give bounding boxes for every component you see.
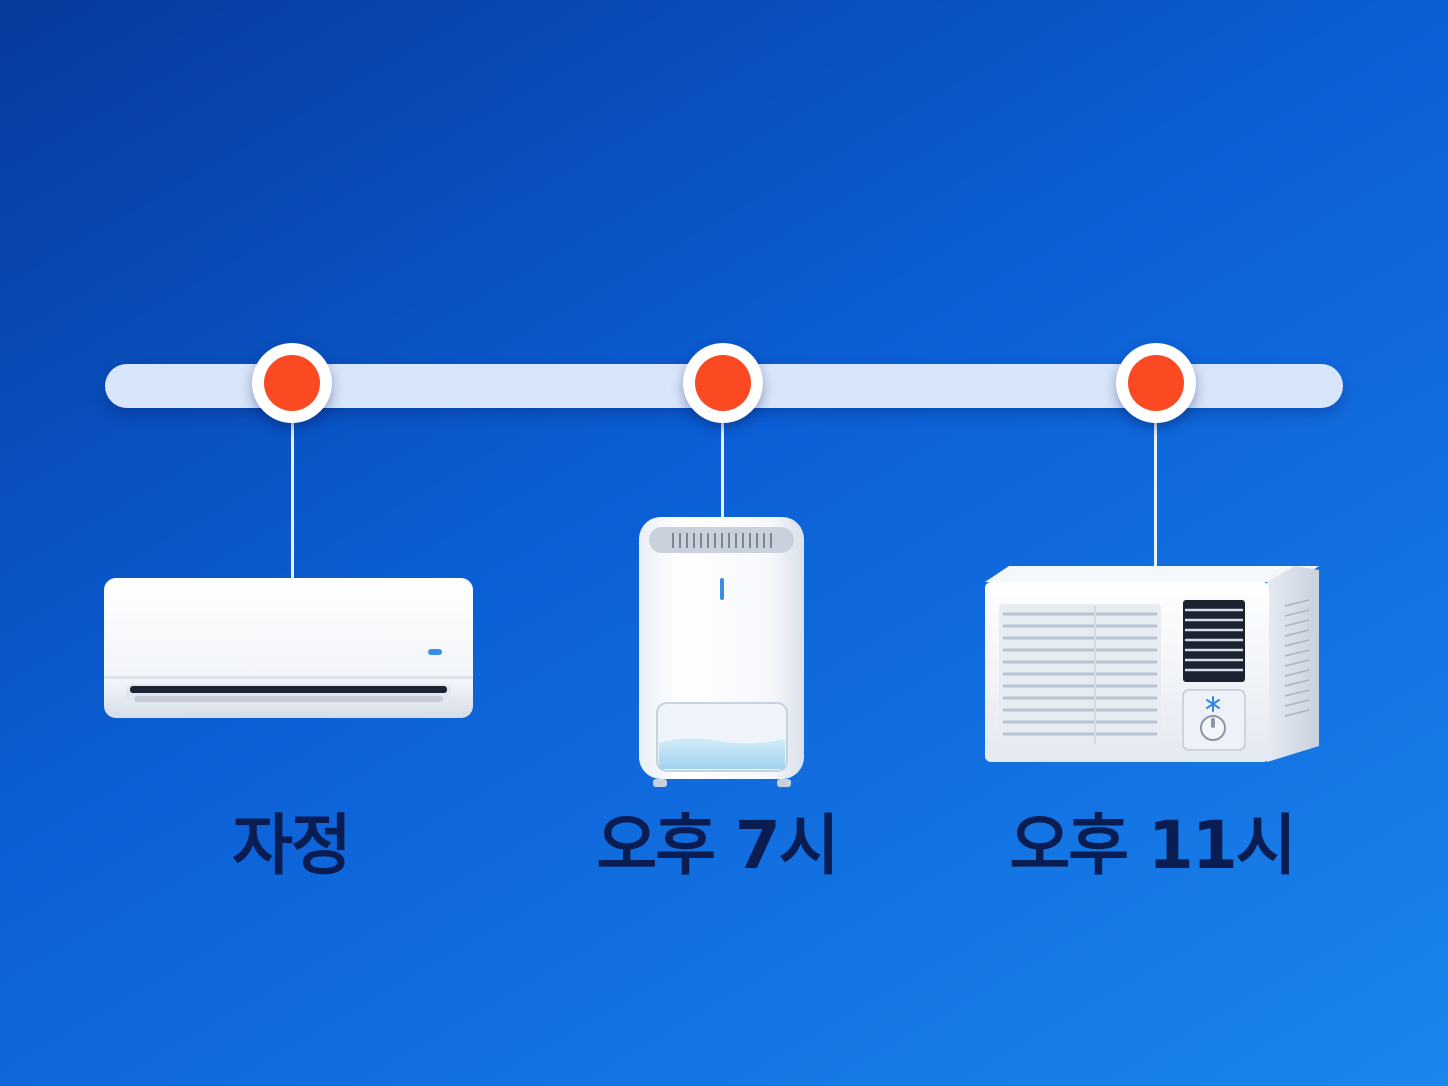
connector-line-7pm [721,410,724,520]
time-label-11pm: 오후 11시 [1009,807,1297,884]
snowflake-icon [1206,696,1220,712]
window-air-conditioner-icon [985,566,1323,766]
time-label-midnight: 자정 [232,807,351,884]
marker-dot [695,355,751,411]
marker-dot [264,355,320,411]
wall-air-conditioner-icon [104,578,474,720]
connector-line-11pm [1154,410,1157,570]
timeline-marker-7pm[interactable] [683,343,763,423]
timeline-marker-midnight[interactable] [252,343,332,423]
marker-dot [1128,355,1184,411]
time-label-7pm: 오후 7시 [596,807,839,884]
timeline-marker-11pm[interactable] [1116,343,1196,423]
dehumidifier-icon [639,517,805,789]
connector-line-midnight [291,410,294,580]
